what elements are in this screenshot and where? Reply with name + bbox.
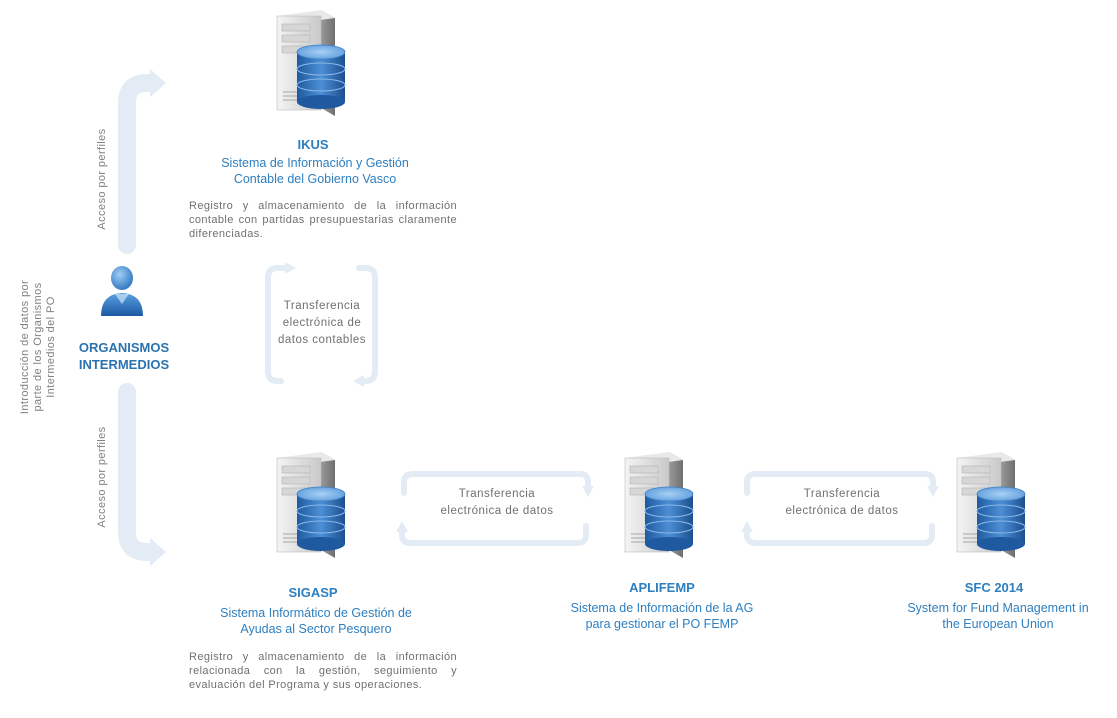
transfer-bracket-right bbox=[356, 265, 378, 384]
arrowhead-t1-right bbox=[582, 486, 594, 497]
sigasp-description: Sistema Informático de Gestión de Ayudas… bbox=[180, 605, 452, 637]
access-arrow-bottom bbox=[118, 383, 161, 561]
access-label-top: Acceso por perfiles bbox=[96, 128, 108, 230]
access-label-bottom: Acceso por perfiles bbox=[96, 426, 108, 528]
ikus-desc-line-1: Sistema de Información y Gestión bbox=[221, 156, 409, 170]
server-database-icon bbox=[276, 451, 346, 559]
aplifemp-description: Sistema de Información de la AG para ges… bbox=[540, 600, 784, 632]
ikus-name: IKUS bbox=[297, 137, 329, 152]
transfer-1-line-2: electrónica de datos bbox=[440, 505, 554, 517]
sigasp-desc-line-2: Ayudas al Sector Pesquero bbox=[240, 622, 392, 636]
organismos-intermedios-label: ORGANISMOS INTERMEDIOS bbox=[60, 339, 188, 373]
transfer-v-line-2: electrónica de bbox=[282, 317, 362, 329]
transfer-v-line-1: Transferencia bbox=[283, 300, 361, 312]
side-label-line-3: Intermedios del PO bbox=[45, 296, 57, 398]
access-arrow-top bbox=[118, 74, 161, 254]
transfer-2-label: Transferencia electrónica de datos bbox=[756, 486, 928, 520]
organismos-line-1: ORGANISMOS bbox=[78, 340, 170, 355]
server-database-icon bbox=[956, 451, 1026, 559]
sfc-description: System for Fund Management in the Europe… bbox=[884, 600, 1112, 632]
side-label: Introducción de datos por parte de los O… bbox=[19, 262, 61, 432]
sfc-name: SFC 2014 bbox=[964, 580, 1024, 595]
ikus-description: Sistema de Información y Gestión Contabl… bbox=[185, 155, 445, 187]
transfer-v-line-3: datos contables bbox=[277, 334, 367, 346]
transfer-contable-label: Transferencia electrónica de datos conta… bbox=[268, 298, 376, 349]
ikus-body: Registro y almacenamiento de la informac… bbox=[189, 200, 457, 240]
sigasp-body: Registro y almacenamiento de la informac… bbox=[189, 651, 457, 691]
server-database-icon bbox=[276, 9, 346, 117]
transfer-bracket-left bbox=[265, 265, 290, 384]
ikus-desc-line-2: Contable del Gobierno Vasco bbox=[233, 172, 397, 186]
transfer-2-line-1: Transferencia bbox=[803, 488, 881, 500]
arrowhead-bottom-right bbox=[150, 538, 166, 566]
sfc-desc-line-1: System for Fund Management in bbox=[907, 601, 1089, 615]
arrowhead-top-right bbox=[150, 69, 166, 97]
server-database-icon bbox=[624, 451, 694, 559]
transfer-1-bottom bbox=[399, 523, 589, 546]
transfer-1-label: Transferencia electrónica de datos bbox=[411, 486, 583, 520]
transfer-2-top bbox=[744, 471, 936, 496]
transfer-1-line-1: Transferencia bbox=[458, 488, 536, 500]
transfer-2-line-2: electrónica de datos bbox=[785, 505, 899, 517]
sfc-desc-line-2: the European Union bbox=[942, 617, 1054, 631]
arrowhead-t1-left bbox=[396, 521, 408, 532]
arrowhead-bracket-bottom bbox=[353, 375, 364, 387]
transfer-1-top bbox=[401, 471, 591, 496]
sigasp-name: SIGASP bbox=[288, 585, 338, 600]
organismos-line-2: INTERMEDIOS bbox=[78, 357, 170, 372]
aplifemp-desc-line-1: Sistema de Información de la AG bbox=[570, 601, 754, 615]
side-label-line-1: Introducción de datos por bbox=[19, 279, 31, 415]
transfer-2-bottom bbox=[744, 523, 935, 546]
arrowhead-t2-left bbox=[741, 521, 753, 532]
side-label-line-2: parte de los Organismos bbox=[32, 282, 44, 412]
sigasp-desc-line-1: Sistema Informático de Gestión de bbox=[220, 606, 412, 620]
user-icon bbox=[101, 266, 143, 316]
arrowhead-t2-right bbox=[927, 486, 939, 497]
arrowhead-bracket-top bbox=[285, 262, 296, 274]
aplifemp-desc-line-2: para gestionar el PO FEMP bbox=[585, 617, 739, 631]
aplifemp-name: APLIFEMP bbox=[629, 580, 695, 595]
